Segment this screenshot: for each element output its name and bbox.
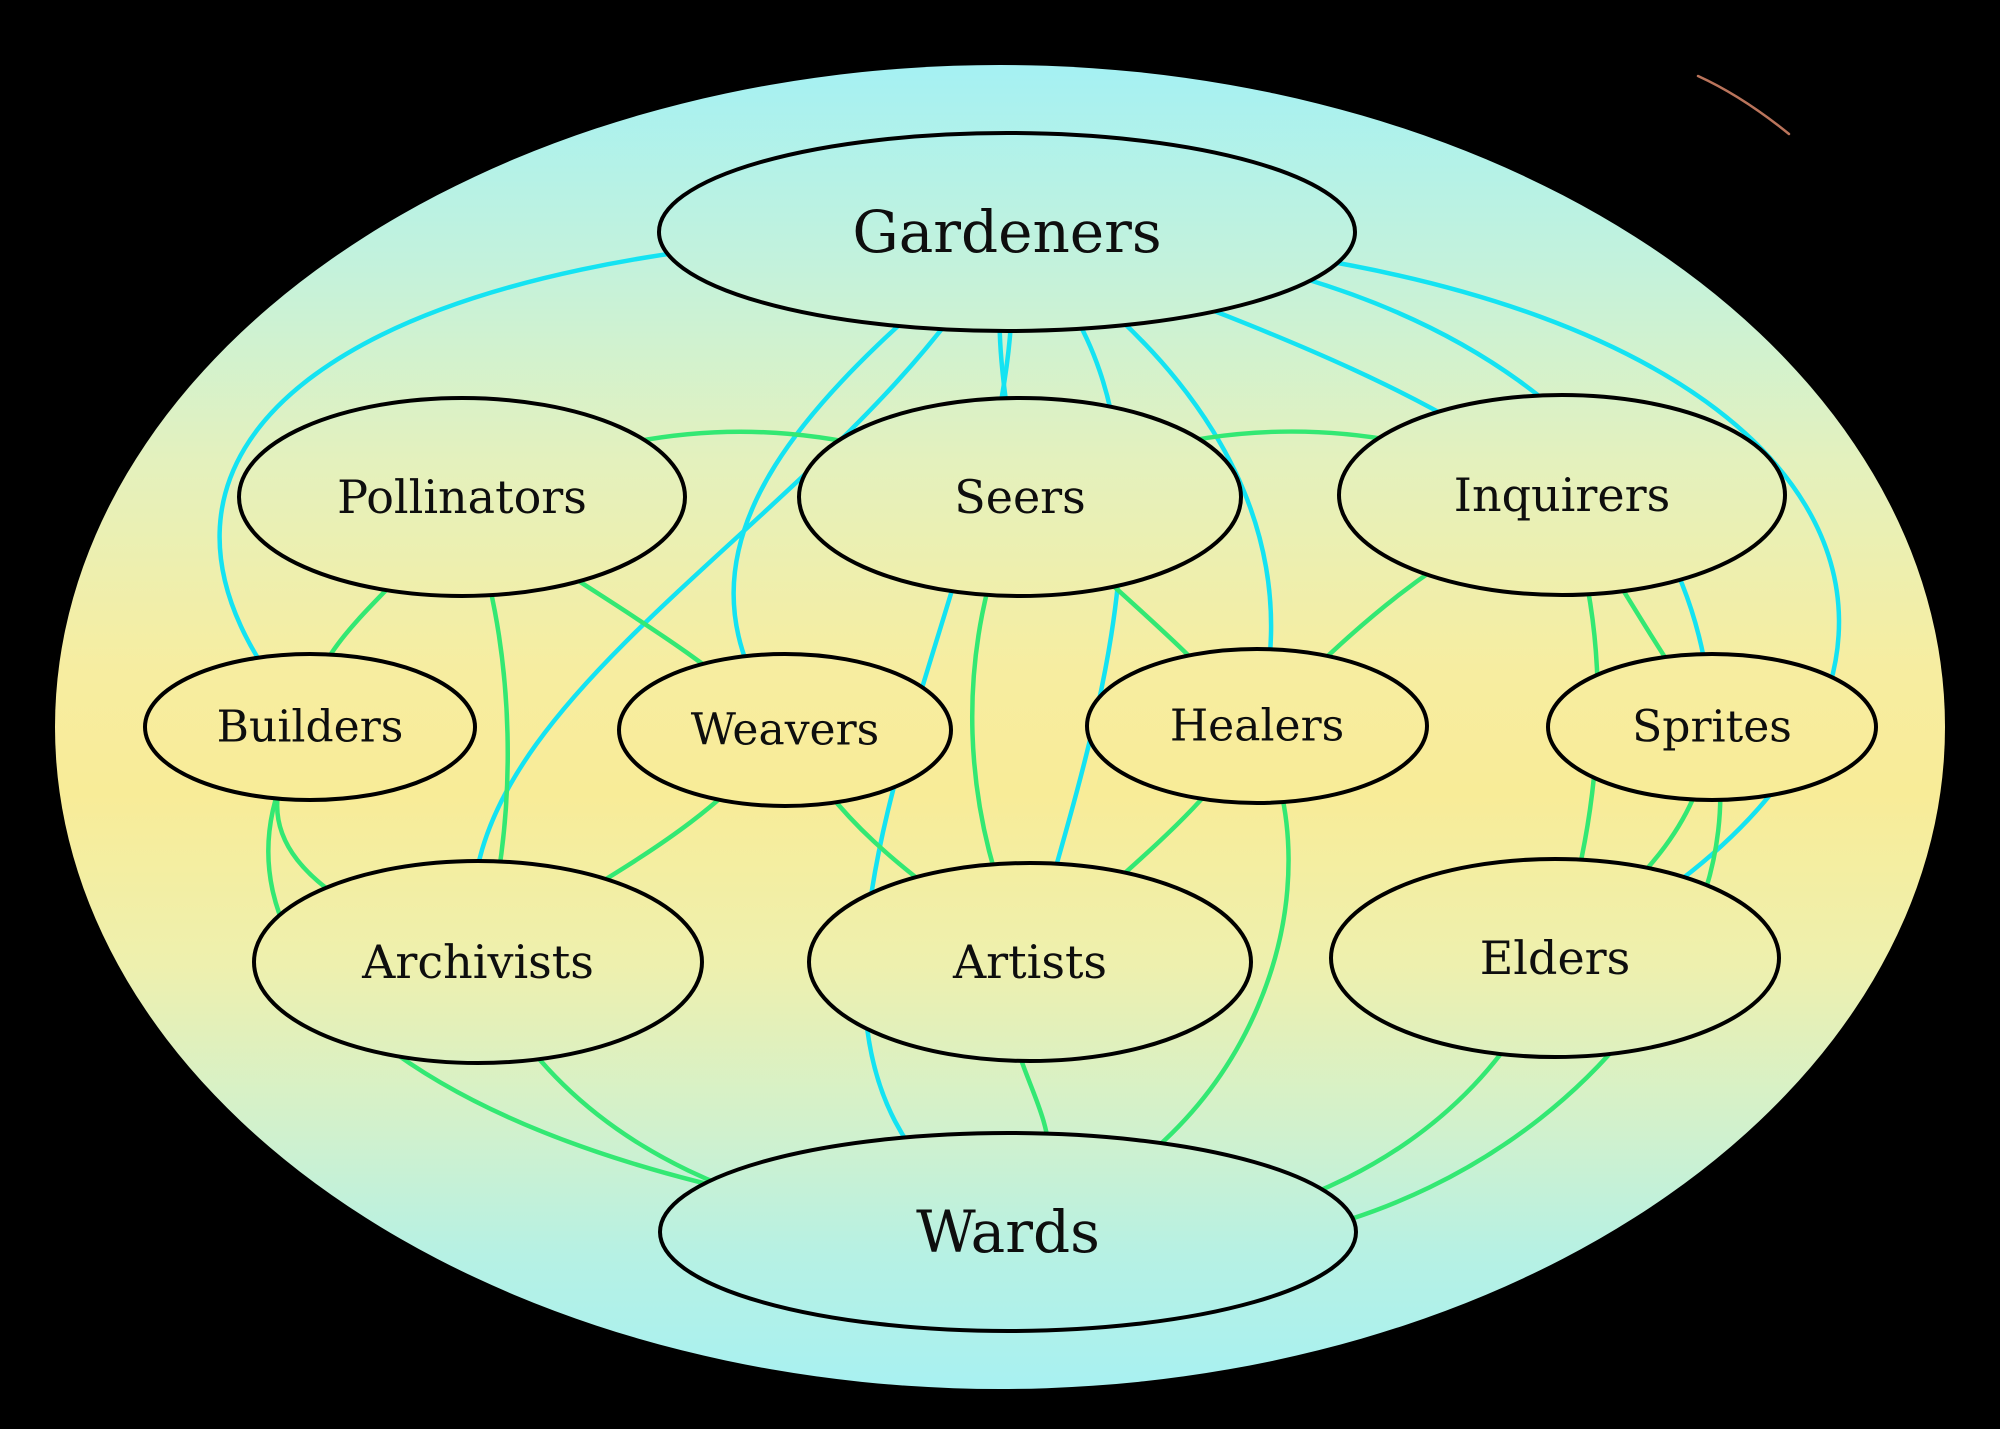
- node-sprites-ellipse: [1546, 652, 1878, 802]
- edge-gardeners-elders: [1004, 229, 1842, 961]
- node-artists-label: Artists: [952, 935, 1107, 989]
- node-wards-label: Wards: [916, 1198, 1100, 1266]
- node-pollinators-ellipse: [237, 396, 687, 598]
- node-inquirers-label: Inquirers: [1454, 468, 1670, 522]
- node-sprites-label: Sprites: [1632, 702, 1792, 753]
- node-elders-label: Elders: [1480, 931, 1631, 985]
- node-gardeners-ellipse: [657, 131, 1357, 333]
- node-archivists-label: Archivists: [361, 935, 594, 989]
- node-elders-ellipse: [1329, 857, 1781, 1059]
- node-healers-label: Healers: [1170, 701, 1344, 752]
- node-builders-label: Builders: [217, 702, 404, 753]
- node-inquirers-ellipse: [1337, 393, 1787, 597]
- node-weavers-ellipse: [617, 652, 953, 808]
- node-healers-ellipse: [1085, 647, 1429, 805]
- node-wards-ellipse: [658, 1131, 1358, 1333]
- node-builders-ellipse: [143, 652, 477, 802]
- node-weavers-label: Weavers: [691, 705, 879, 756]
- node-seers-label: Seers: [954, 470, 1086, 524]
- node-artists-ellipse: [807, 861, 1253, 1063]
- node-archivists-ellipse: [252, 859, 704, 1065]
- node-seers-ellipse: [797, 396, 1243, 598]
- node-gardeners-label: Gardeners: [852, 198, 1161, 266]
- edge-gardeners-archivists: [470, 229, 1010, 965]
- salmon-arc: [1696, 74, 1791, 136]
- node-pollinators-label: Pollinators: [337, 470, 587, 524]
